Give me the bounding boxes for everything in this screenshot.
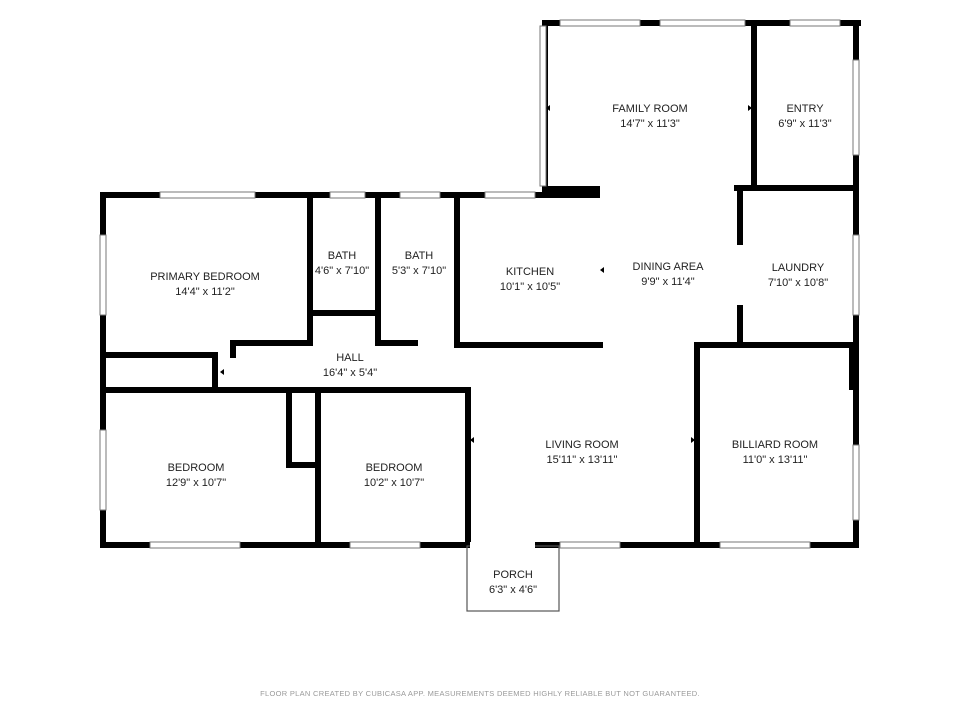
room-name: HALL [336, 352, 364, 364]
room-name: ENTRY [786, 103, 824, 115]
room-label-family-room: FAMILY ROOM 14'7" x 11'3" [612, 102, 687, 132]
room-label-porch: PORCH 6'3" x 4'6" [489, 568, 537, 598]
door-openings [288, 245, 743, 549]
room-name: LIVING ROOM [545, 439, 619, 451]
room-dimensions: 14'4" x 11'2" [175, 286, 235, 298]
room-dimensions: 9'9" x 11'4" [641, 276, 695, 288]
room-name: PORCH [493, 569, 533, 581]
room-dimensions: 10'1" x 10'5" [499, 281, 561, 293]
room-name: FAMILY ROOM [612, 103, 688, 115]
wall-block [545, 186, 600, 198]
room-label-bath-2: BATH 5'3" x 7'10" [392, 249, 446, 279]
room-name: BEDROOM [167, 462, 225, 474]
room-dimensions: 12'9" x 10'7" [165, 477, 227, 489]
room-name: PRIMARY BEDROOM [150, 271, 260, 283]
room-dimensions: 16'4" x 5'4" [322, 367, 378, 379]
room-dimensions: 5'3" x 7'10" [391, 265, 447, 277]
room-label-bath-1: BATH 4'6" x 7'10" [315, 249, 369, 279]
room-dimensions: 4'6" x 7'10" [314, 265, 370, 277]
room-label-entry: ENTRY 6'9" x 11'3" [778, 102, 831, 132]
room-name: BEDROOM [365, 462, 423, 474]
room-label-kitchen: KITCHEN 10'1" x 10'5" [500, 265, 560, 295]
room-dimensions: 11'0" x 13'11" [742, 454, 808, 466]
room-label-billiard-room: BILLIARD ROOM 11'0" x 13'11" [732, 438, 818, 468]
room-label-laundry: LAUNDRY 7'10" x 10'8" [768, 261, 828, 291]
room-label-living-room: LIVING ROOM 15'11" x 13'11" [545, 438, 618, 468]
room-name: LAUNDRY [771, 262, 825, 274]
room-dimensions: 15'11" x 13'11" [546, 454, 618, 466]
room-name: BILLIARD ROOM [731, 439, 819, 451]
wall-markers [220, 105, 752, 443]
room-name: DINING AREA [632, 261, 704, 273]
room-dimensions: 7'10" x 10'8" [767, 277, 829, 289]
windows [99, 19, 860, 549]
room-dimensions: 6'3" x 4'6" [488, 584, 538, 596]
wall-block [849, 345, 857, 390]
room-label-bedroom-2: BEDROOM 10'2" x 10'7" [364, 461, 424, 491]
room-dimensions: 10'2" x 10'7" [363, 477, 425, 489]
room-dimensions: 6'9" x 11'3" [778, 118, 832, 130]
room-name: KITCHEN [505, 266, 555, 278]
room-name: BATH [327, 250, 357, 262]
room-label-bedroom-1: BEDROOM 12'9" x 10'7" [166, 461, 226, 491]
footer-disclaimer: FLOOR PLAN CREATED BY CUBICASA APP. MEAS… [260, 689, 700, 698]
room-label-hall: HALL 16'4" x 5'4" [323, 351, 377, 381]
room-name: BATH [404, 250, 434, 262]
room-label-dining-area: DINING AREA 9'9" x 11'4" [633, 260, 704, 290]
room-dimensions: 14'7" x 11'3" [620, 118, 680, 130]
room-label-primary-bedroom: PRIMARY BEDROOM 14'4" x 11'2" [150, 270, 260, 300]
